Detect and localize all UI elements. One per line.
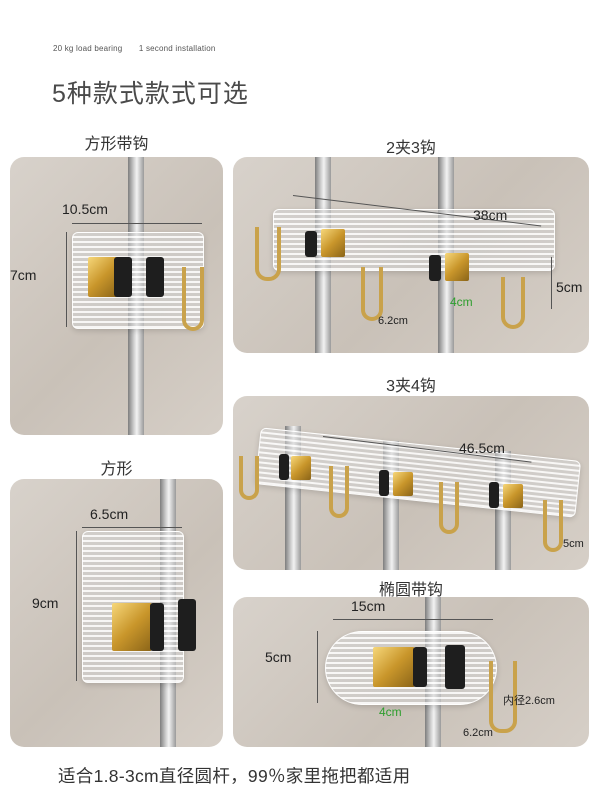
product-image-3-clamp-4-hook: 46.5cm 5cm	[233, 396, 589, 570]
width-label: 10.5cm	[62, 201, 108, 217]
feature-tagline: 20 kg load bearing 1 second installation	[53, 44, 216, 53]
height-label: 5cm	[265, 649, 292, 665]
length-label: 46.5cm	[459, 440, 505, 456]
hook-depth-label: 6.2cm	[378, 315, 408, 327]
installation-tag: 1 second installation	[138, 44, 216, 53]
dimension-line	[317, 631, 318, 703]
gold-clamp	[393, 472, 413, 496]
compatibility-note: 适合1.8-3cm直径圆杆，99％家里拖把都适用	[58, 766, 411, 786]
gold-clamp	[88, 257, 118, 297]
product-image-ellipse-hook: 15cm 5cm 4cm 内径2.6cm 6.2cm	[233, 597, 589, 747]
height-label: 5cm	[556, 279, 583, 295]
dimension-line	[82, 527, 182, 528]
page-title: 5种款式款式可选	[52, 80, 249, 108]
black-clamp	[489, 482, 499, 508]
dimension-line	[76, 531, 77, 681]
width-label: 6.5cm	[90, 506, 129, 522]
height-label: 9cm	[32, 595, 59, 611]
black-clamp	[146, 257, 164, 297]
gold-clamp	[291, 456, 311, 480]
variant-caption-square: 方形	[100, 461, 133, 478]
clamp-gap-label: 4cm	[450, 295, 473, 309]
black-clamp	[413, 647, 427, 687]
acrylic-plate	[273, 209, 555, 271]
product-image-square: 6.5cm 9cm	[10, 479, 223, 747]
gold-clamp	[373, 647, 415, 687]
gold-hook	[489, 661, 517, 733]
dimension-line	[551, 257, 552, 309]
inner-diameter-label: 内径2.6cm	[503, 695, 555, 707]
gold-hook	[329, 466, 349, 518]
variant-caption-ellipse-hook: 椭圆带钩	[378, 582, 443, 599]
black-clamp	[305, 231, 317, 257]
dimension-line	[66, 232, 67, 327]
height-label: 7cm	[10, 267, 37, 283]
gold-hook	[543, 500, 563, 552]
variant-caption-3-clamp-4-hook: 3夹4钩	[386, 378, 436, 395]
gold-hook	[182, 267, 204, 331]
variant-caption-square-hook: 方形带钩	[84, 136, 149, 153]
variant-caption-2-clamp-3-hook: 2夹3钩	[386, 140, 436, 157]
gold-clamp	[503, 484, 523, 508]
black-clamp	[445, 645, 465, 689]
gold-clamp	[112, 603, 152, 651]
gold-hook	[255, 227, 281, 281]
black-clamp	[178, 599, 196, 651]
dimension-line	[333, 619, 493, 620]
gold-clamp	[445, 253, 469, 281]
gold-clamp	[321, 229, 345, 257]
black-clamp	[114, 257, 132, 297]
hook-depth-label: 6.2cm	[463, 727, 493, 739]
gold-hook	[239, 456, 259, 500]
height-label: 5cm	[563, 538, 584, 550]
gold-hook	[361, 267, 383, 321]
product-image-square-hook: 10.5cm 7cm	[10, 157, 223, 435]
black-clamp	[379, 470, 389, 496]
load-bearing-tag: 20 kg load bearing	[53, 44, 123, 53]
dimension-line	[72, 223, 202, 224]
length-label: 38cm	[473, 207, 508, 223]
width-label: 15cm	[351, 598, 386, 614]
black-clamp	[150, 603, 164, 651]
product-image-2-clamp-3-hook: 38cm 5cm 6.2cm 4cm	[233, 157, 589, 353]
black-clamp	[279, 454, 289, 480]
gold-hook	[439, 482, 459, 534]
clamp-gap-label: 4cm	[379, 705, 402, 719]
gold-hook	[501, 277, 525, 329]
black-clamp	[429, 255, 441, 281]
